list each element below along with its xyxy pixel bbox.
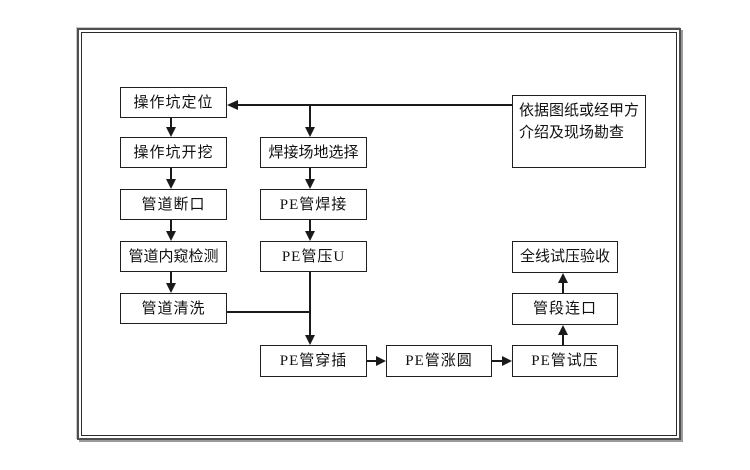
- node-pe-pipe-welding: PE管焊接: [260, 189, 367, 220]
- node-pipe-endoscope-inspection: 管道内窥检测: [120, 241, 227, 272]
- node-pe-pipe-pressure-test: PE管试压: [512, 345, 618, 377]
- node-reference-drawings-note: 依据图纸或经甲方 介绍及现场勘查: [512, 95, 646, 168]
- node-pe-pipe-insertion: PE管穿插: [260, 345, 367, 377]
- node-pipe-cutting: 管道断口: [120, 189, 227, 220]
- node-pe-pipe-rounding: PE管涨圆: [386, 345, 492, 377]
- node-pe-pipe-u-pressing: PE管压U: [260, 241, 367, 272]
- inner-frame-border: [81, 32, 677, 436]
- node-pipe-cleaning: 管道清洗: [120, 293, 227, 324]
- node-operation-pit-positioning: 操作坑定位: [120, 87, 227, 118]
- node-welding-site-selection: 焊接场地选择: [260, 137, 367, 168]
- node-operation-pit-excavation: 操作坑开挖: [120, 137, 227, 168]
- node-full-line-pressure-test-acceptance: 全线试压验收: [512, 241, 618, 273]
- node-pipe-section-connection: 管段连口: [512, 293, 618, 325]
